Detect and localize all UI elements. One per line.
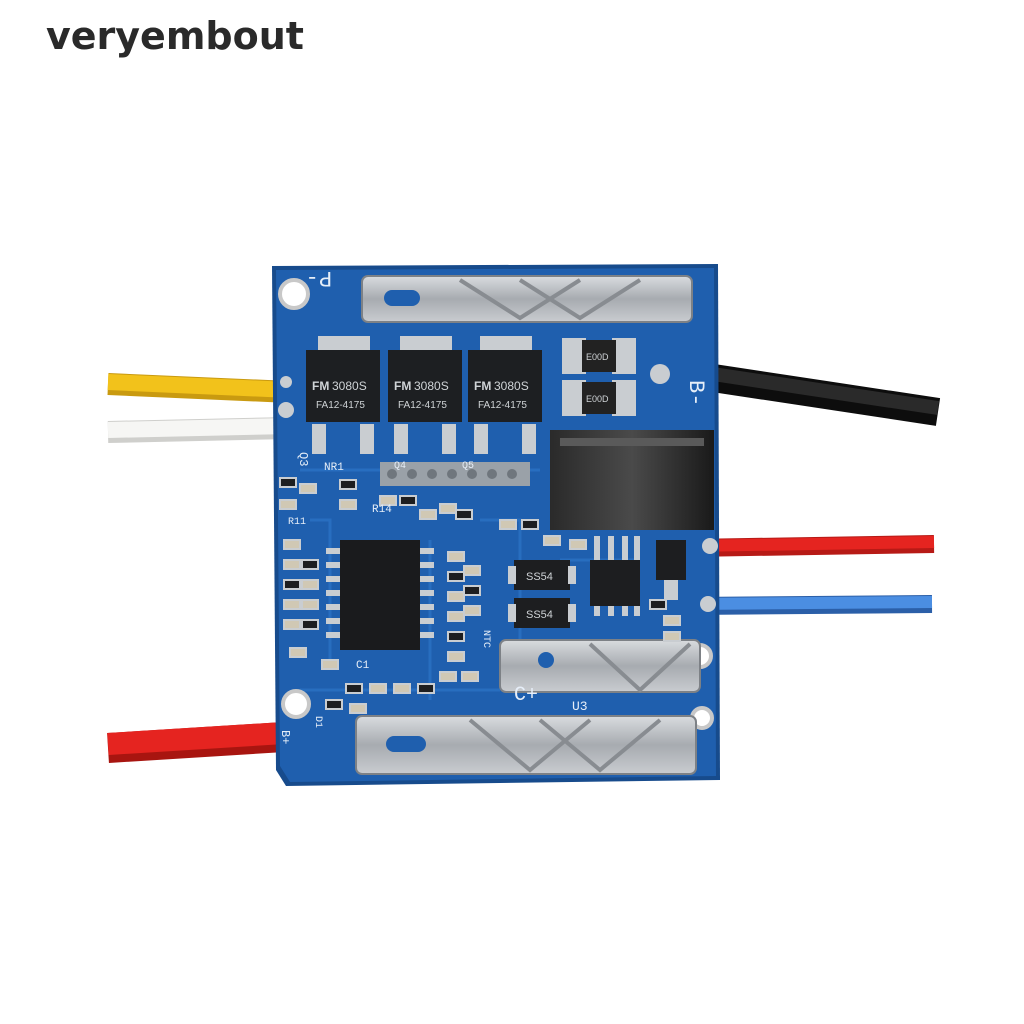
small-transistor [656,540,686,600]
terminal-b-plus [355,715,697,775]
wire-white [107,417,291,443]
svg-text:3080S: 3080S [414,379,449,393]
svg-text:Q3: Q3 [296,452,310,466]
smd-part [439,503,457,514]
svg-text:SS54: SS54 [526,609,553,621]
smd-part [301,599,319,610]
svg-text:FM: FM [394,379,411,393]
wire-red-right [689,535,935,557]
mosfet-q3: FM 3080S FA12-4175 [306,336,380,454]
svg-text:Q4: Q4 [394,461,406,472]
svg-text:Q5: Q5 [462,461,474,472]
mosfet-q4: FM 3080S FA12-4175 [388,336,462,454]
wire-yellow [107,373,291,403]
svg-text:R11: R11 [288,517,306,528]
smd-part [419,509,437,520]
svg-text:E00D: E00D [586,394,609,404]
smd-part [663,615,681,626]
smd-part [393,683,411,694]
svg-text:C1: C1 [356,660,370,672]
smd-part [447,651,465,662]
smd-part [321,659,339,670]
smd-part [543,535,561,546]
smd-part [521,519,539,530]
label-b-minus: B- [683,380,708,406]
main-ic [326,540,434,650]
svg-text:E00D: E00D [586,352,609,362]
smd-part [463,565,481,576]
svg-text:3080S: 3080S [494,379,529,393]
smd-part [463,585,481,596]
svg-text:R14: R14 [372,504,392,516]
smd-part [461,671,479,682]
svg-text:3080S: 3080S [332,379,367,393]
smd-part [283,559,301,570]
svg-text:U3: U3 [572,699,588,714]
terminal-c-plus [499,639,701,693]
svg-text:NTC: NTC [480,630,491,648]
svg-text:D1: D1 [312,716,323,728]
svg-text:FA12-4175: FA12-4175 [398,400,447,411]
smd-part [369,683,387,694]
label-b-plus: B+ [278,730,292,744]
smd-part [447,591,465,602]
svg-text:FA12-4175: FA12-4175 [478,400,527,411]
svg-text:SS54: SS54 [526,571,553,583]
smd-part [279,477,297,488]
mosfet-q5: FM 3080S FA12-4175 [468,336,542,454]
smd-part [463,605,481,616]
smd-part [379,495,397,506]
smd-part [447,611,465,622]
smd-part [301,559,319,570]
smd-part [283,619,301,630]
electrolytic-block [550,430,714,530]
smd-part [289,647,307,658]
smd-part [283,539,301,550]
svg-text:FA12-4175: FA12-4175 [316,400,365,411]
smd-part [301,619,319,630]
smd-part [649,599,667,610]
smd-part [439,671,457,682]
svg-text:FM: FM [312,379,329,393]
smd-part [283,599,301,610]
smd-part [301,579,319,590]
smd-part [499,519,517,530]
svg-text:FM: FM [474,379,491,393]
smd-part [299,483,317,494]
smd-part [447,631,465,642]
silk-labels: Q3 Q4 Q5 NR1 R14 R11 C1 NTC U3 D1 C+ B+ [278,452,588,744]
wire-red-left [107,721,301,763]
smd-part [283,579,301,590]
smd-part [447,571,465,582]
inductor-top: E00D [562,338,636,374]
smd-part [663,631,681,642]
diode-top: SS54 [508,560,576,590]
inductor-bottom: E00D [562,380,636,416]
label-c-plus: C+ [514,684,538,707]
diode-bottom: SS54 [508,598,576,628]
smd-part [417,683,435,694]
smd-part [279,499,297,510]
wire-blue [689,595,933,615]
brand-watermark: veryembout [46,14,304,58]
terminal-p-minus [361,275,693,323]
smd-part [345,683,363,694]
label-p-minus: P- [306,265,332,290]
small-ic [590,536,640,616]
svg-text:NR1: NR1 [324,462,344,474]
smd-part [569,539,587,550]
smd-part [447,551,465,562]
smd-part [399,495,417,506]
smd-part [339,499,357,510]
smd-part [455,509,473,520]
smd-part [349,703,367,714]
pin-header-strip [380,462,530,486]
smd-passives [279,477,681,714]
smd-part [325,699,343,710]
smd-part [339,479,357,490]
wire-black [697,362,941,426]
